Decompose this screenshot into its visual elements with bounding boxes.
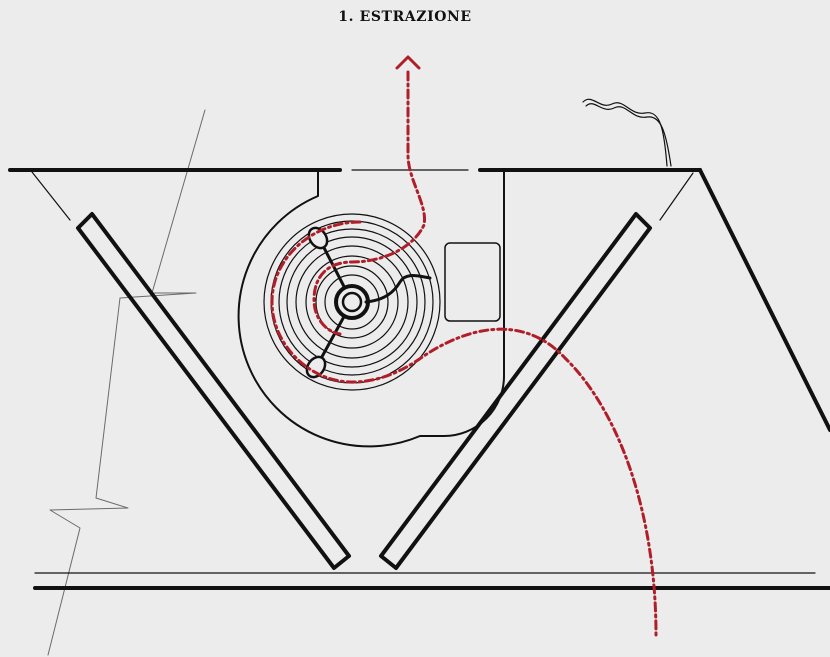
- right-grease-filter: [379, 212, 652, 570]
- hood-side-walls: [31, 168, 830, 432]
- diagram-title: 1. ESTRAZIONE: [338, 9, 472, 25]
- left-grease-filter: [76, 212, 351, 570]
- bottom-rail: [33, 572, 830, 590]
- cable-icon: [582, 98, 672, 167]
- motor-capacitor-box: [444, 242, 501, 322]
- airflow-path: [270, 70, 658, 637]
- break-line: [47, 109, 206, 656]
- arrow-up-icon: [395, 55, 421, 70]
- fan-housing: [237, 169, 505, 448]
